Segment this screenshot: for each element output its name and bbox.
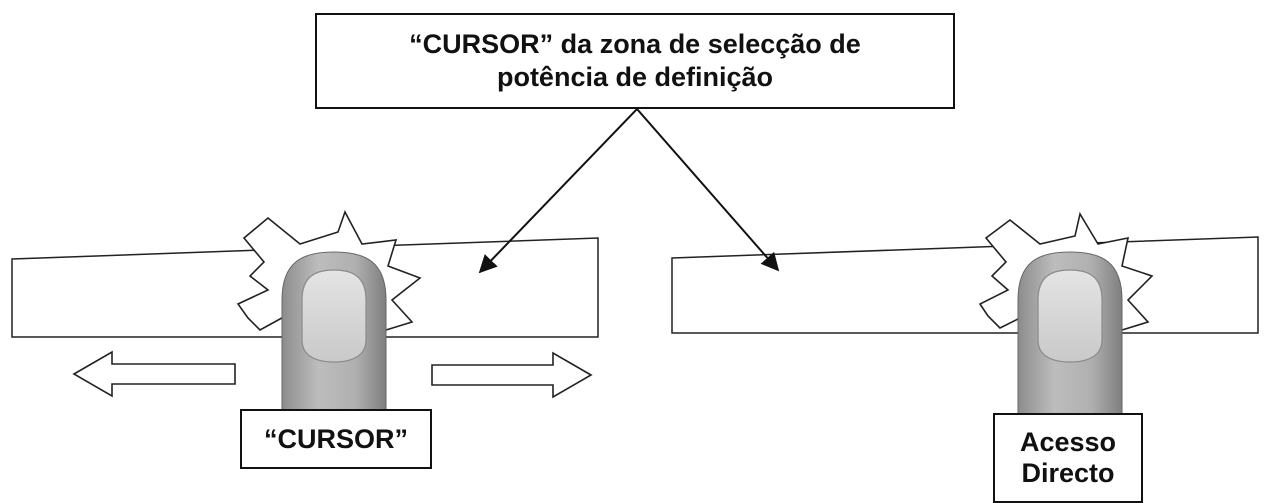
pointer-line-right xyxy=(636,108,780,272)
finger-icon xyxy=(1017,251,1123,416)
title-line-2: potência de definição xyxy=(496,62,774,92)
title-line-1: “CURSOR” da zona de selecção de xyxy=(409,29,861,59)
direct-access-line-2: Directo xyxy=(1021,458,1115,488)
finger-icon xyxy=(281,251,387,421)
slider-bar-right xyxy=(671,236,1259,334)
direct-access-label-box: Acesso Directo xyxy=(993,413,1143,503)
cursor-label-box: “CURSOR” xyxy=(240,409,432,469)
right-arrow-icon xyxy=(431,351,593,399)
pointer-line-left xyxy=(478,108,638,274)
title-label-box: “CURSOR” da zona de selecção de potência… xyxy=(315,13,955,109)
left-arrow-icon xyxy=(72,350,236,398)
direct-access-line-1: Acesso xyxy=(1019,427,1117,457)
cursor-label: “CURSOR” xyxy=(263,423,408,454)
